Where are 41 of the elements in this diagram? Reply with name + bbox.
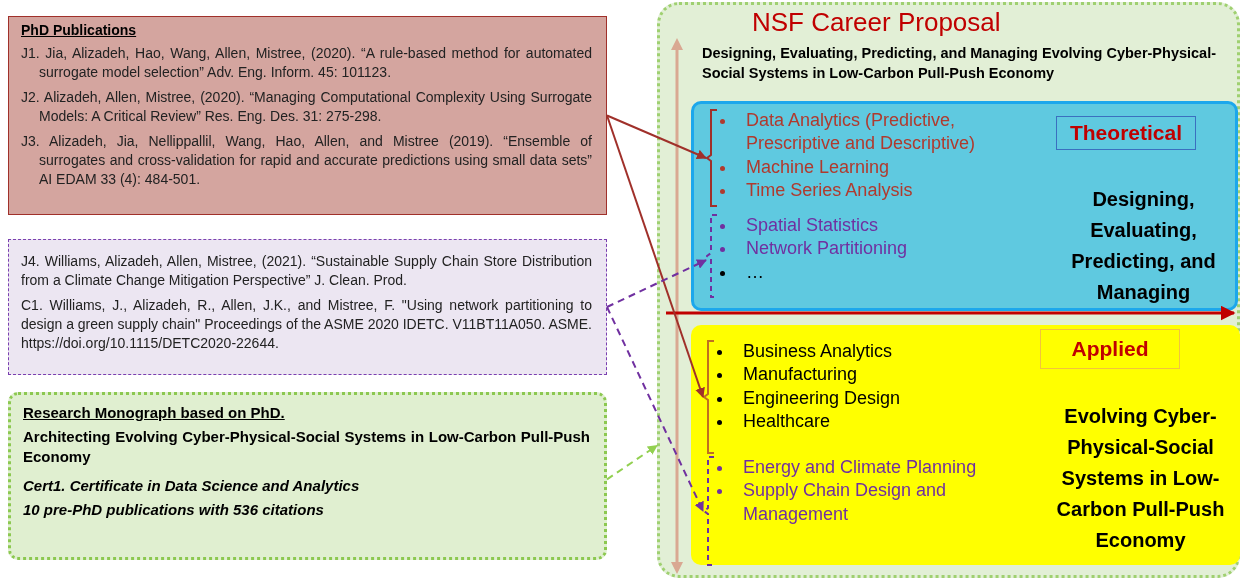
arrow xyxy=(606,114,705,398)
list-item: Time Series Analysis xyxy=(746,180,913,201)
list-item: Manufacturing xyxy=(743,364,858,385)
list-item: Supply Chain Design and Management xyxy=(743,480,947,524)
summary-item: 10 pre-PhD publications with 536 citations xyxy=(23,501,324,518)
list-item: Machine Learning xyxy=(746,156,890,177)
summary-box xyxy=(8,392,607,560)
list-item: Energy and Climate Planning xyxy=(743,457,977,477)
focus-label: Evolving Cyber-Physical-Social Systems in Low-Carbon Pull-Push Economy xyxy=(1055,403,1226,553)
proposal-subtitle: Designing, Evaluating, Predicting, and Managing Evolving Cyber-Physical-Social Systems in Low-Carbon Pull-Push Economy xyxy=(702,44,1218,83)
list-item: Data Analytics (Predictive, Prescriptive and Descriptive) xyxy=(746,110,976,154)
monograph-title: Architecting Evolving Cyber-Physical-Social Systems in Low-Carbon Pull-Push Economy xyxy=(23,428,590,465)
reference-text: J3. Alizadeh, Jia, Nellippallil, Wang, Hao, Allen, and Mistree (2019). “Ensemble of surrogates and cross-validation for rapid and accurate predictions using small data sets” AI EDAM 33 (4): 484-501. xyxy=(21,132,592,189)
reference-text: C1. Williams, J., Alizadeh, R., Allen, J.K., and Mistree, F. "Using network partitioning to design a green supply chain" Proceedings of the ASME 2020 IDETC. V11BT11A050. ASME. https://doi.org/10.1115/DETC2020-22644. xyxy=(21,296,592,353)
list-item: Healthcare xyxy=(743,411,831,432)
arrow xyxy=(606,444,658,481)
arrow xyxy=(606,259,707,308)
arrow xyxy=(606,114,707,160)
arrow xyxy=(606,306,704,512)
proposal-panel xyxy=(657,2,1240,578)
summary-item: Cert1. Certificate in Data Science and Analytics xyxy=(23,477,360,494)
category-label: Applied xyxy=(1071,337,1149,361)
category-label-box xyxy=(1056,116,1196,150)
proposal-title: NSF Career Proposal xyxy=(752,7,1001,38)
list-item: Engineering Design xyxy=(743,387,901,408)
publication-box xyxy=(8,16,607,215)
applied-panel xyxy=(691,325,1240,565)
publication-box xyxy=(8,239,607,375)
reference-text: J1. Jia, Alizadeh, Hao, Wang, Allen, Mistree, (2020). “A rule-based method for automated surrogate model selection” Adv. Eng. Inform. 45: 101123. xyxy=(21,44,592,82)
category-label: Theoretical xyxy=(1069,121,1182,145)
list-item: Business Analytics xyxy=(743,341,893,361)
focus-label: Designing, Evaluating, Predicting, and Managing xyxy=(1070,187,1217,305)
list-item: Spatial Statistics xyxy=(746,215,879,235)
reference-text: J4. Williams, Alizadeh, Allen, Mistree, (2021). “Sustainable Supply Chain Store Distribution from a Climate Change Mitigation Perspective” J. Clean. Prod. xyxy=(21,252,592,290)
summary-item: Research Monograph based on PhD. xyxy=(23,404,285,421)
list-item: Network Partitioning xyxy=(746,238,908,259)
section-heading: PhD Publications xyxy=(21,22,137,38)
list-item: … xyxy=(746,261,764,282)
category-label-box xyxy=(1040,329,1180,369)
theoretical-panel xyxy=(691,101,1238,311)
reference-text: J2. Alizadeh, Allen, Mistree, (2020). “Managing Computational Complexity Using Surrogate Models: A Critical Review” Res. Eng. Des. 31: 275-298. xyxy=(21,88,592,126)
